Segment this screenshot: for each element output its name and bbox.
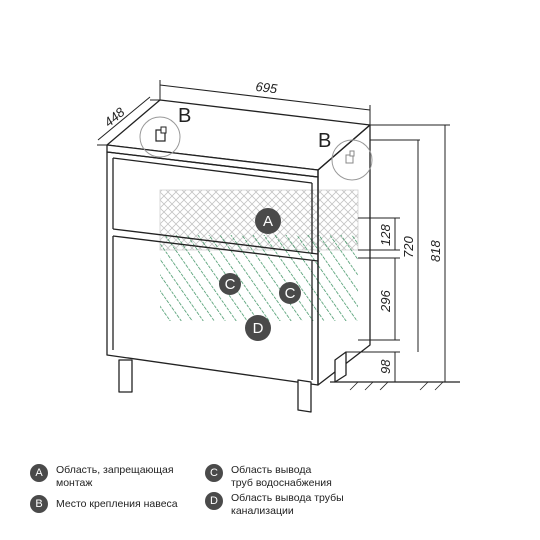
- svg-text:C: C: [225, 276, 236, 293]
- zone-d-marker: D: [245, 315, 271, 341]
- dimension-width-label: 695: [255, 79, 279, 97]
- zone-c-marker-right: C: [279, 282, 301, 304]
- dimension-depth: [97, 96, 160, 146]
- dimension-leg-height-label: 98: [378, 359, 393, 374]
- hinge-marker-left: B: [139, 105, 191, 158]
- dimension-hatch-floor: [349, 381, 444, 391]
- zone-a-marker: A: [255, 208, 281, 234]
- dimension-lines-vertical: [330, 124, 460, 383]
- hinge-label-right: B: [318, 130, 331, 152]
- dimension-bottom-drawer-label: 296: [378, 290, 393, 313]
- dimension-width: [159, 80, 371, 125]
- dimension-top-drawer-label: 128: [378, 224, 393, 246]
- dimension-total-height-label: 818: [428, 240, 443, 262]
- svg-text:D: D: [253, 320, 264, 337]
- svg-text:C: C: [285, 285, 296, 302]
- svg-text:A: A: [263, 213, 273, 230]
- hinge-marker-right: B: [318, 130, 373, 181]
- dimension-body-height-label: 720: [401, 236, 416, 258]
- hinge-label-left: B: [178, 105, 191, 127]
- dimension-depth-label: 448: [101, 104, 128, 130]
- zone-c-marker-left: C: [219, 273, 241, 295]
- zone-cd-area: [160, 235, 358, 321]
